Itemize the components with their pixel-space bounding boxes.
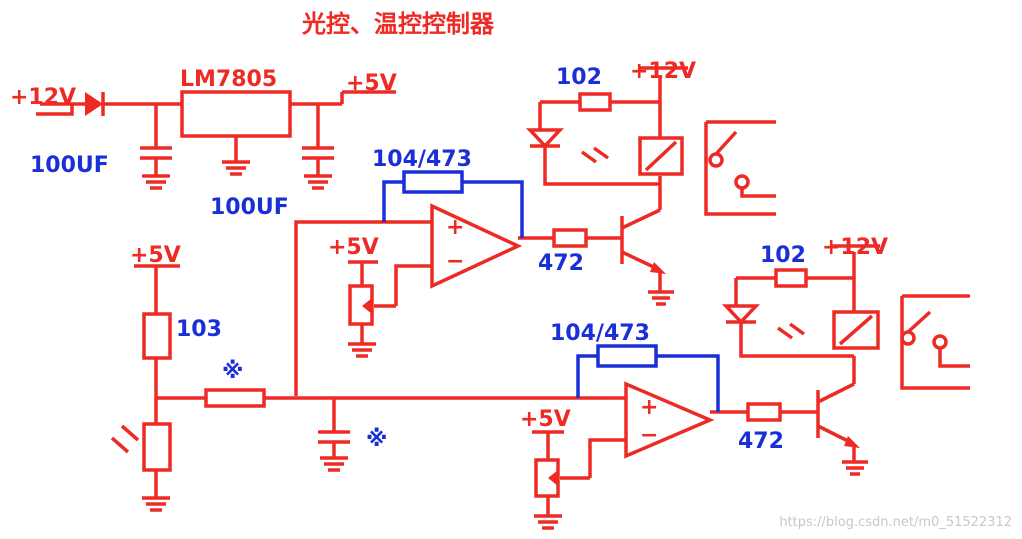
channel-1 xyxy=(294,66,776,396)
opamp2-minus: − xyxy=(640,423,658,448)
relay1-12v-label: +12V xyxy=(630,59,696,84)
watermark: https://blog.csdn.net/m0_51522312 xyxy=(779,515,1012,530)
relay1-r-label: 102 xyxy=(556,65,602,90)
divider-5v-label: +5V xyxy=(130,243,181,268)
relay2-r-label: 102 xyxy=(760,243,806,268)
opamp1-minus: − xyxy=(446,249,464,274)
divider-r-label: 103 xyxy=(176,317,222,342)
sensor-divider xyxy=(110,264,612,512)
output-5v-label: +5V xyxy=(346,71,397,96)
sensor-r-label: ※ xyxy=(222,359,243,384)
r1-out-label: 472 xyxy=(538,251,584,276)
cap2-label: 100UF xyxy=(210,195,289,220)
feedback-1 xyxy=(382,170,524,238)
regulator-label: LM7805 xyxy=(180,67,277,92)
feedback1-label: 104/473 xyxy=(372,147,472,172)
power-supply xyxy=(36,90,396,190)
r2-out-label: 472 xyxy=(738,429,784,454)
feedback2-label: 104/473 xyxy=(550,321,650,346)
feedback-2 xyxy=(576,344,720,412)
pot1-5v-label: +5V xyxy=(328,235,379,260)
cap1-label: 100UF xyxy=(30,153,109,178)
opamp1-plus: + xyxy=(446,215,464,240)
channel-2 xyxy=(532,244,970,530)
sensor-c-label: ※ xyxy=(366,427,387,452)
relay2-12v-label: +12V xyxy=(822,235,888,260)
opamp2-plus: + xyxy=(640,395,658,420)
pot2-5v-label: +5V xyxy=(520,407,571,432)
diagram-title: 光控、温控控制器 xyxy=(301,10,495,38)
input-12v-label: +12V xyxy=(10,85,76,110)
